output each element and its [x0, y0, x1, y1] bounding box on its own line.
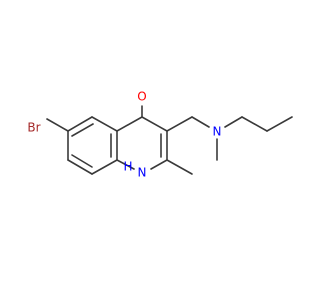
ring-nitrogen-atom-label: N [138, 166, 147, 180]
bromine-atom-label: Br [27, 121, 40, 135]
bond [166, 159, 193, 175]
bond [46, 118, 69, 132]
bond [71, 154, 93, 168]
bond [116, 116, 143, 132]
bond [191, 116, 210, 128]
molecule-structure: Br O N N H [27, 90, 293, 180]
bond [141, 116, 168, 132]
oxygen-atom-label: O [137, 90, 146, 104]
structure-canvas: Br O N N H [27, 89, 293, 180]
bond [224, 116, 243, 128]
amine-nitrogen-atom-label: N [213, 125, 222, 139]
bond [91, 116, 118, 132]
bond [150, 159, 168, 170]
bond [166, 116, 193, 132]
bond [266, 116, 293, 132]
bond [116, 159, 135, 170]
bond [67, 159, 93, 175]
bond [241, 116, 268, 132]
bond [91, 159, 118, 175]
ring-nitrogen-hydrogen-label: H [123, 160, 132, 174]
bond [71, 123, 94, 137]
bond [67, 116, 93, 132]
